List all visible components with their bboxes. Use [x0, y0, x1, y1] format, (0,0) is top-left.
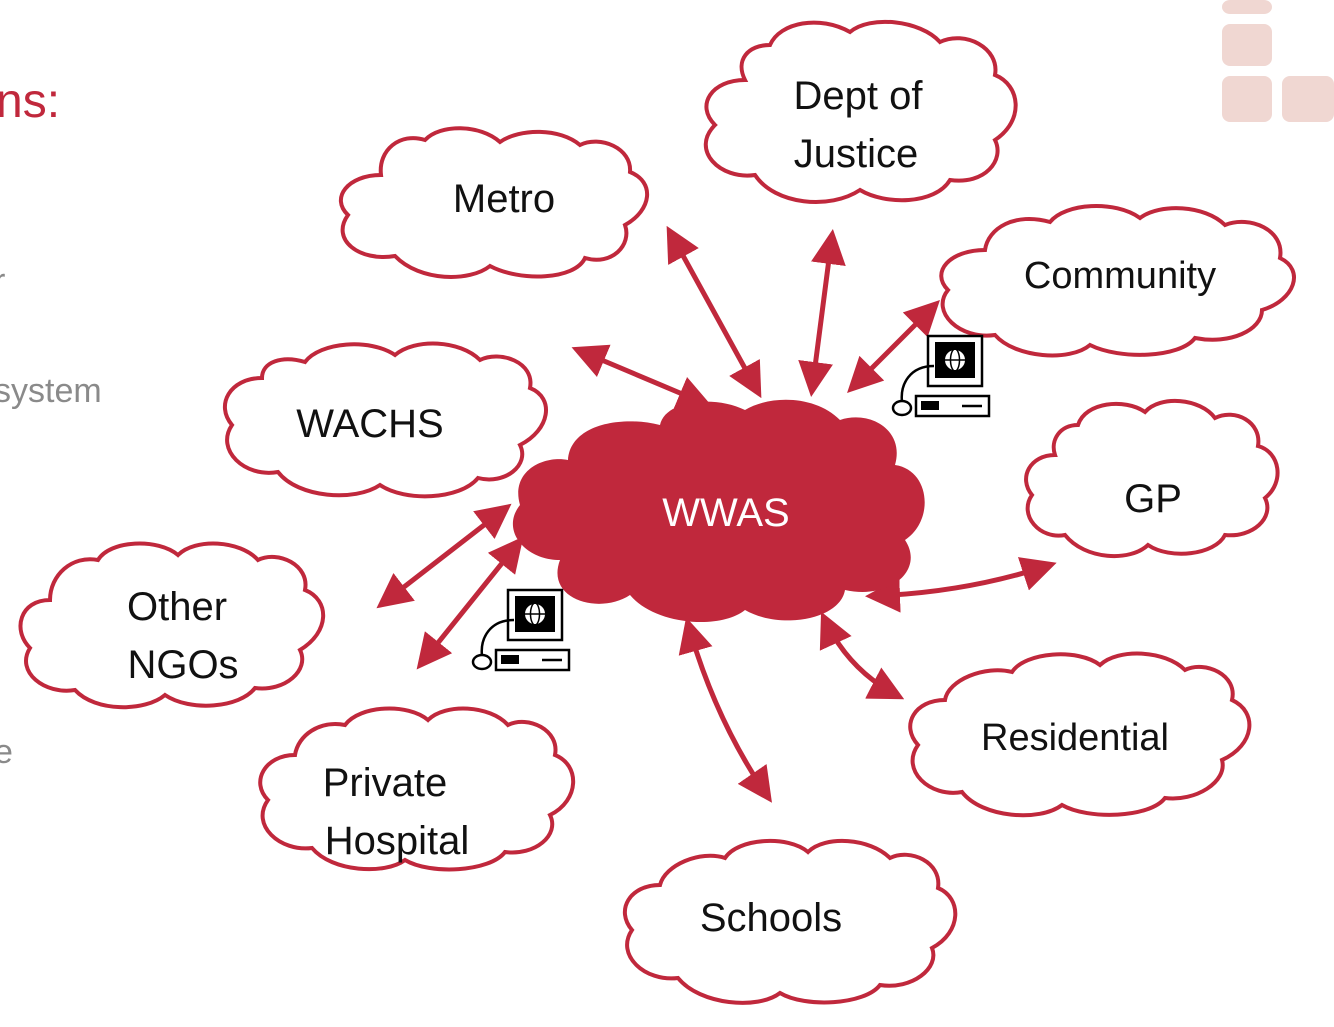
bullet-text-fragment: r: [0, 262, 5, 301]
cloud-other-ngos-shape: [18, 541, 326, 710]
computer-terminal-icon: [891, 334, 991, 418]
cloud-metro-label: Metro: [453, 177, 555, 221]
cloud-private-hospital-shape: [258, 706, 576, 872]
cloud-wachs-label: WACHS: [296, 402, 443, 446]
cloud-dept-justice: Dept of Justice: [703, 19, 1018, 204]
connector-private-hospital: [416, 536, 524, 670]
hub-cloud-shape: [512, 399, 925, 622]
connectors: [376, 225, 1057, 803]
cloud-wachs: WACHS: [222, 341, 548, 499]
cloud-schools-shape: [622, 838, 958, 1005]
cloud-community-shape: [939, 204, 1296, 358]
cloud-metro: Metro: [338, 126, 649, 279]
connector-wachs: [571, 344, 713, 410]
slide-title-fragment: ns:: [0, 75, 61, 128]
cloud-dept-justice-shape: [703, 19, 1018, 204]
cloud-private-hospital-label: Private: [323, 761, 448, 805]
cloud-wachs-shape: [222, 341, 548, 499]
cloud-community-label: Community: [1024, 255, 1216, 297]
connector-gp: [865, 557, 1057, 613]
cloud-private-hospital: Private Hospital: [258, 706, 576, 872]
cloud-gp: GP: [1024, 399, 1280, 559]
bullet-text-fragment: e: [0, 733, 13, 771]
bullet-text-fragment: system: [0, 372, 102, 410]
hub-cloud: WWAS: [512, 399, 925, 622]
hub-label: WWAS: [662, 491, 789, 535]
connector-dept-justice: [798, 229, 846, 397]
cloud-other-ngos-label: Other: [127, 585, 227, 629]
connector-community: [847, 300, 940, 393]
cloud-gp-label: GP: [1124, 477, 1182, 521]
cloud-schools: Schools: [622, 838, 958, 1005]
cloud-residential-shape: [908, 651, 1252, 818]
cloud-gp-shape: [1024, 399, 1280, 559]
cloud-dept-justice-label: Justice: [794, 132, 919, 176]
connector-schools: [678, 617, 772, 803]
cloud-community: Community: [939, 204, 1296, 358]
connector-residential: [819, 611, 905, 700]
connector-metro: [666, 225, 762, 399]
cloud-private-hospital-label: Hospital: [325, 819, 470, 863]
cloud-dept-justice-label: Dept of: [794, 74, 924, 118]
cloud-other-ngos: Other NGOs: [18, 541, 326, 710]
corner-logo: [1222, 0, 1334, 122]
cloud-schools-label: Schools: [700, 896, 842, 940]
cloud-metro-shape: [338, 126, 649, 279]
cloud-residential-label: Residential: [981, 717, 1169, 759]
computer-terminal-icon: [471, 588, 571, 672]
connector-other-ngos: [376, 503, 512, 609]
cloud-residential: Residential: [908, 651, 1252, 818]
cloud-other-ngos-label: NGOs: [127, 643, 238, 687]
